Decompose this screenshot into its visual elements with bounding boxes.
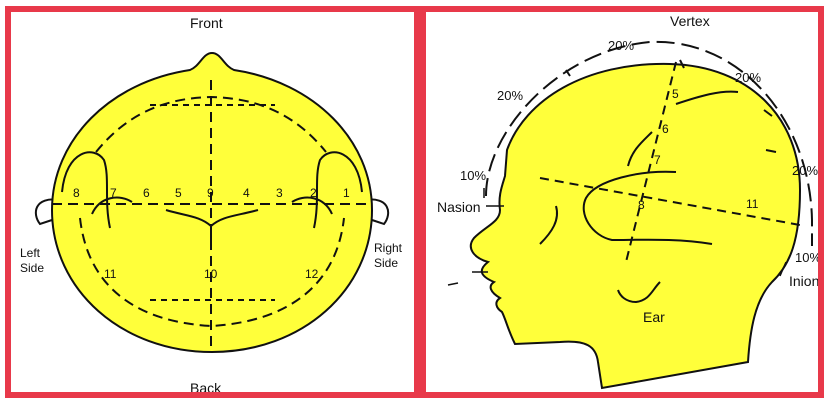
side-point-6: 6 <box>662 122 669 136</box>
left-side-label-line1: Left <box>20 246 41 260</box>
top-point-1: 1 <box>343 186 350 200</box>
right-side-label-line2: Side <box>374 256 398 270</box>
top-point-4: 4 <box>243 186 250 200</box>
side-point-5: 5 <box>672 87 679 101</box>
inion-label: Inion <box>789 273 819 289</box>
top-point-3: 3 <box>276 186 283 200</box>
top-point-8: 8 <box>73 186 80 200</box>
top-point-11: 11 <box>104 267 117 281</box>
ear-label: Ear <box>643 309 665 325</box>
vertex-label: Vertex <box>670 13 710 29</box>
top-point-12: 12 <box>305 267 319 281</box>
top-point-7: 7 <box>110 186 117 200</box>
top-point-2: 2 <box>310 186 317 200</box>
side-point-11: 11 <box>746 197 759 211</box>
top-point-5: 5 <box>175 186 182 200</box>
pct-upper-back: 20% <box>735 70 761 85</box>
top-point-6: 6 <box>143 186 150 200</box>
top-point-9: 9 <box>207 186 214 200</box>
left-side-label-line2: Side <box>20 261 44 275</box>
pct-back-ten: 10% <box>795 250 821 265</box>
pct-front-ten: 10% <box>460 168 486 183</box>
pct-top: 20% <box>608 38 634 53</box>
side-point-7: 7 <box>654 153 661 167</box>
right-side-label-line1: Right <box>374 241 403 255</box>
pct-upper-front: 20% <box>497 88 523 103</box>
front-label: Front <box>190 15 223 31</box>
top-point-10: 10 <box>204 267 218 281</box>
side-point-8: 8 <box>638 198 645 212</box>
nasion-label: Nasion <box>437 199 481 215</box>
pct-back: 20% <box>792 163 818 178</box>
